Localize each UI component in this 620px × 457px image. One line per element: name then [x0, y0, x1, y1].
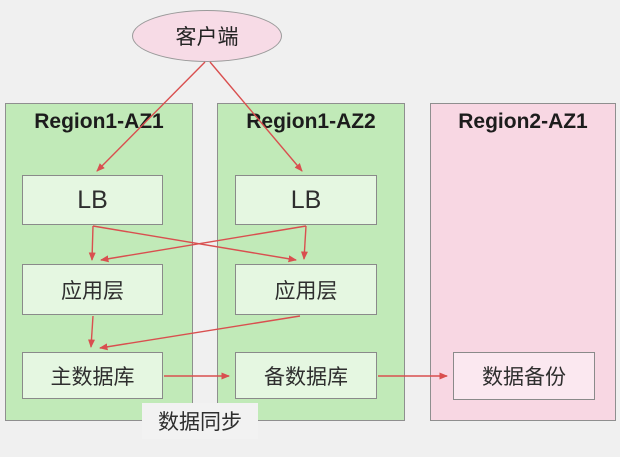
node-app-layer-az2: 应用层	[235, 264, 377, 315]
node-app-layer-az1: 应用层	[22, 264, 163, 315]
node-standby-database-label: 备数据库	[264, 365, 348, 389]
client-label: 客户端	[175, 26, 239, 49]
node-app-layer-az1-label: 应用层	[61, 279, 124, 303]
node-lb-az1-label: LB	[77, 185, 108, 214]
client-node: 客户端	[132, 10, 282, 62]
node-standby-database: 备数据库	[235, 352, 377, 399]
node-app-layer-az2-label: 应用层	[274, 279, 338, 303]
node-data-backup-label: 数据备份	[482, 366, 566, 389]
node-primary-database: 主数据库	[22, 352, 163, 399]
node-data-backup: 数据备份	[453, 352, 595, 400]
region-title-region2-az1: Region2-AZ1	[458, 110, 588, 133]
data-sync-label: 数据同步	[142, 403, 258, 439]
node-lb-az2-label: LB	[290, 185, 322, 214]
node-lb-az2: LB	[235, 175, 377, 225]
region-title-region1-az2: Region1-AZ2	[246, 110, 376, 133]
node-primary-database-label: 主数据库	[50, 365, 135, 389]
region-title-region1-az1: Region1-AZ1	[34, 110, 164, 133]
node-lb-az1: LB	[22, 175, 163, 225]
